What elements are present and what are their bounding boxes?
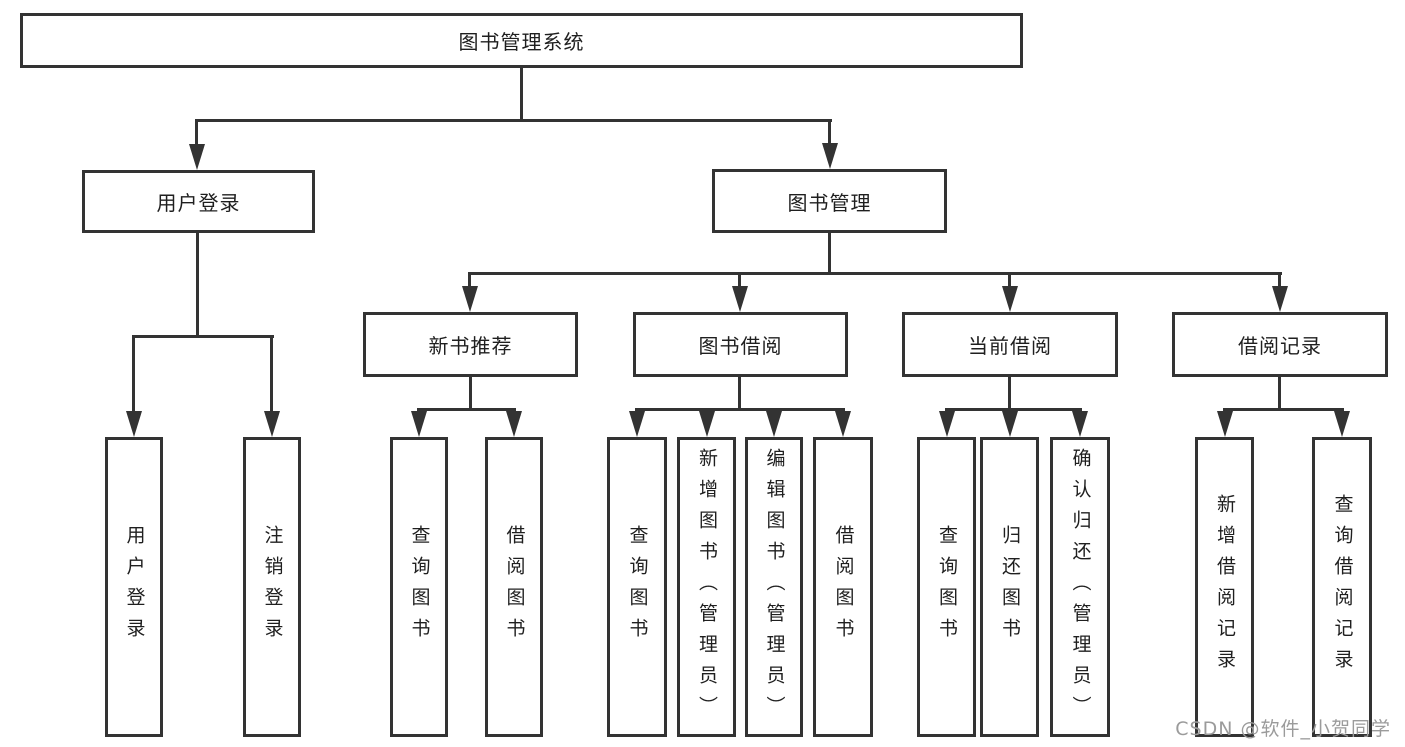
connector-line [1008,272,1011,292]
arrow-down-icon [189,144,205,170]
leaf-label: 借阅图书 [503,525,526,649]
arrow-down-icon [1002,411,1018,437]
arrow-down-icon [766,411,782,437]
arrow-down-icon [264,411,280,437]
leaf-label: 查询借阅记录 [1331,494,1354,680]
leaf-return-book: 归还图书 [980,437,1039,737]
connector-line [738,272,741,292]
arrow-down-icon [1334,411,1350,437]
leaf-label: 新增图书（管理员） [696,447,718,727]
leaf-add-book-admin: 新增图书（管理员） [677,437,736,737]
leaf-label: 归还图书 [999,525,1021,649]
node-book-borrowing: 图书借阅 [633,312,848,377]
connector-line [828,119,831,152]
connector-line [270,335,273,419]
connector-line [195,119,198,152]
leaf-label: 借阅图书 [832,525,855,649]
connector-line [132,335,135,419]
leaf-query-borrow-record: 查询借阅记录 [1312,437,1372,737]
arrow-down-icon [822,143,838,169]
arrow-down-icon [1217,411,1233,437]
connector-line [1223,408,1344,411]
node-label: 当前借阅 [968,334,1052,358]
connector-line [828,233,831,275]
node-label: 借阅记录 [1238,334,1322,358]
node-library-management-system: 图书管理系统 [20,13,1023,68]
connector-line [945,408,1082,411]
node-label: 用户登录 [156,191,241,215]
connector-line [1278,377,1281,410]
arrow-down-icon [835,411,851,437]
arrow-down-icon [1002,286,1018,312]
connector-line [520,68,523,122]
connector-line [417,408,516,411]
leaf-label: 确认归还（管理员） [1069,447,1092,727]
leaf-label: 用户登录 [123,525,146,649]
leaf-label: 新增借阅记录 [1214,494,1236,680]
arrow-down-icon [699,411,715,437]
leaf-query-books-borrowing: 查询图书 [607,437,667,737]
arrow-down-icon [939,411,955,437]
arrow-down-icon [126,411,142,437]
node-label: 新书推荐 [428,334,513,358]
leaf-add-borrow-record: 新增借阅记录 [1195,437,1254,737]
leaf-query-books-recommend: 查询图书 [390,437,448,737]
leaf-borrow-books-recommend: 借阅图书 [485,437,543,737]
leaf-label: 查询图书 [408,525,431,649]
connector-line [195,119,832,122]
connector-line [635,408,845,411]
leaf-user-login: 用户登录 [105,437,163,737]
arrow-down-icon [629,411,645,437]
connector-line [1008,377,1011,410]
connector-line [132,335,274,338]
leaf-label: 编辑图书（管理员） [763,447,786,727]
arrow-down-icon [411,411,427,437]
connector-line [468,272,1282,275]
leaf-label: 注销登录 [261,525,284,649]
arrow-down-icon [1072,411,1088,437]
connector-line [196,233,199,337]
connector-line [1278,272,1281,292]
arrow-down-icon [462,286,478,312]
leaf-query-books-current: 查询图书 [917,437,976,737]
connector-line [738,377,741,410]
node-book-management: 图书管理 [712,169,947,233]
leaf-label: 查询图书 [936,525,958,649]
node-label: 图书借阅 [698,334,783,358]
node-user-login: 用户登录 [82,170,315,233]
arrow-down-icon [1272,286,1288,312]
leaf-logout: 注销登录 [243,437,301,737]
csdn-watermark: CSDN @软件_小贺同学 [1175,718,1391,740]
connector-line [469,377,472,410]
node-label: 图书管理系统 [458,30,585,54]
node-label: 图书管理 [787,190,872,215]
arrow-down-icon [506,411,522,437]
arrow-down-icon [732,286,748,312]
leaf-confirm-return-admin: 确认归还（管理员） [1050,437,1110,737]
leaf-borrow-books-borrowing: 借阅图书 [813,437,873,737]
node-borrowing-records: 借阅记录 [1172,312,1388,377]
node-new-book-recommend: 新书推荐 [363,312,578,377]
leaf-label: 查询图书 [626,525,649,649]
node-current-borrowing: 当前借阅 [902,312,1118,377]
connector-line [468,272,471,292]
leaf-edit-book-admin: 编辑图书（管理员） [745,437,803,737]
